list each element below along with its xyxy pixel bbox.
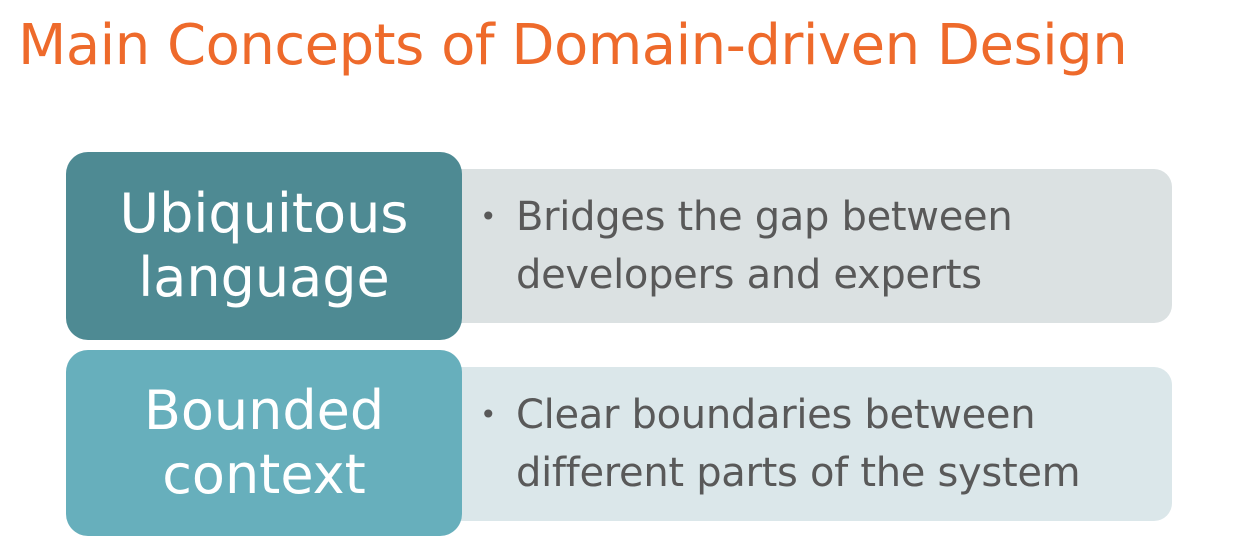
bullet-icon: • [480,398,497,431]
description-box: • Bridges the gap between developers and… [430,169,1172,323]
concept-row-bounded-context: • Clear boundaries between different par… [0,350,1252,536]
description-text: Bridges the gap between developers and e… [516,194,1013,298]
bullet-item: • Bridges the gap between developers and… [480,188,1013,304]
bullet-item: • Clear boundaries between different par… [480,386,1081,502]
description-text: Clear boundaries between different parts… [516,392,1081,496]
slide-title: Main Concepts of Domain-driven Design [18,13,1128,78]
concept-label-box: Ubiquitous language [66,152,462,340]
concept-row-ubiquitous-language: • Bridges the gap between developers and… [0,152,1252,340]
bullet-icon: • [480,200,497,233]
concept-label-box: Bounded context [66,350,462,536]
description-box: • Clear boundaries between different par… [430,367,1172,521]
